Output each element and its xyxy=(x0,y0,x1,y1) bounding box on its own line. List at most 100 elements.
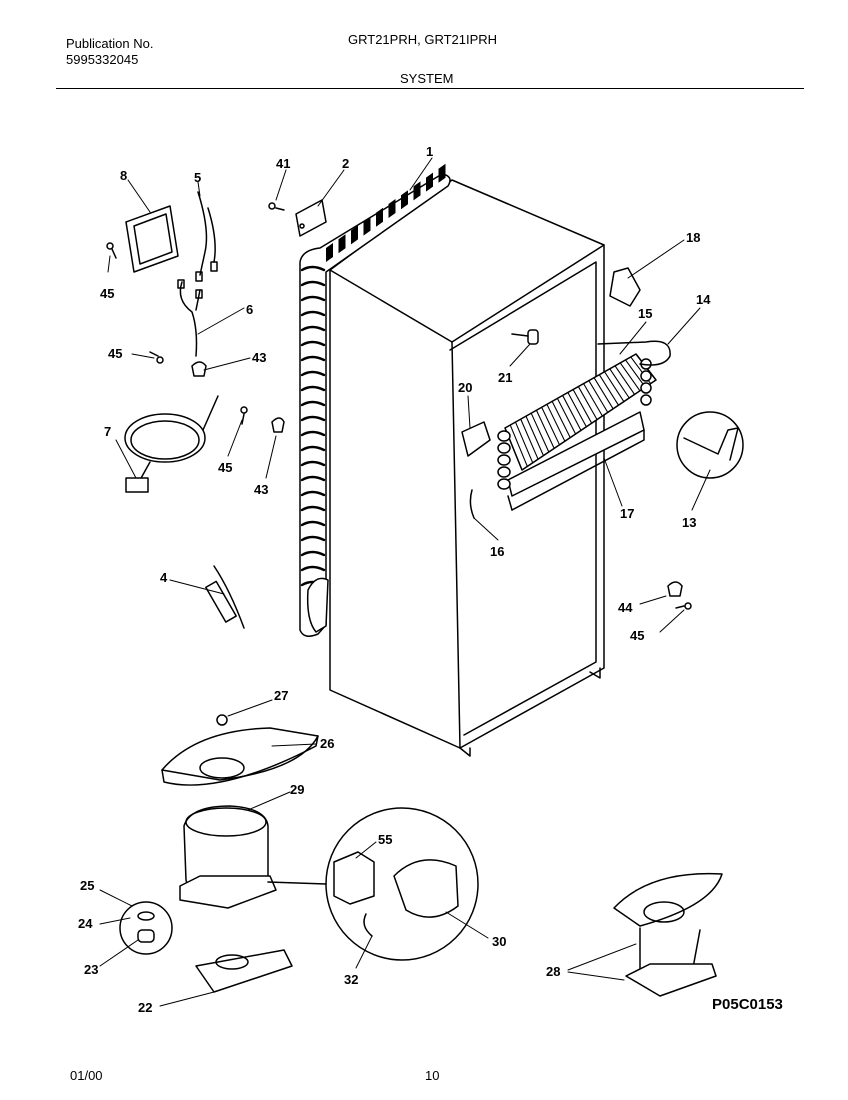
connector-6b xyxy=(195,289,203,299)
evaporator-fin xyxy=(556,397,577,435)
end-coil xyxy=(640,382,652,394)
evaporator-fin xyxy=(593,377,614,410)
coil-fin xyxy=(363,216,371,236)
drier-13 xyxy=(676,411,744,479)
coil-loop xyxy=(300,565,326,572)
part-4 xyxy=(213,565,245,629)
coil-top-fins xyxy=(326,163,446,262)
callout-43-b: 43 xyxy=(254,482,268,497)
callout-17: 17 xyxy=(620,506,634,521)
part-21 xyxy=(511,329,539,345)
header-rule xyxy=(56,88,804,89)
evaporator-fin xyxy=(541,406,561,446)
callout-32: 32 xyxy=(344,972,358,987)
evaporator-end-coils-right xyxy=(640,358,652,406)
bracket-22 xyxy=(195,949,293,993)
coil-loop xyxy=(300,415,326,422)
screw-icons xyxy=(106,202,692,610)
part-4-body xyxy=(205,580,237,623)
wiring-5 xyxy=(197,191,216,276)
coil-fin xyxy=(401,190,408,210)
callout-16: 16 xyxy=(490,544,504,559)
connector-5b xyxy=(210,261,218,272)
coil-fin xyxy=(338,234,346,254)
coil-loop xyxy=(300,445,326,452)
coil-loop xyxy=(300,280,326,287)
evaporator-fin xyxy=(614,365,636,395)
callout-13: 13 xyxy=(682,515,696,530)
coil-fin xyxy=(351,225,358,245)
tube-14 xyxy=(597,340,671,366)
callout-27: 27 xyxy=(274,688,288,703)
callout-26: 26 xyxy=(320,736,334,751)
coil-loop xyxy=(300,295,326,302)
callout-22: 22 xyxy=(138,1000,152,1015)
part-20 xyxy=(461,421,491,457)
callout-25: 25 xyxy=(80,878,94,893)
callout-14: 14 xyxy=(696,292,711,307)
coil-loop xyxy=(300,535,326,542)
coil-loop xyxy=(300,460,326,467)
footer-date: 01/00 xyxy=(70,1068,103,1083)
evaporator-fin xyxy=(588,380,609,413)
callout-7: 7 xyxy=(104,424,111,439)
end-coil xyxy=(497,430,511,442)
drain-pan-26 xyxy=(161,727,319,786)
grommet-27 xyxy=(216,714,228,726)
evaporator-fin xyxy=(535,409,555,449)
callout-2: 2 xyxy=(342,156,349,171)
evaporator-fin xyxy=(604,371,625,403)
clip-icons xyxy=(191,361,683,597)
end-coil xyxy=(497,466,511,478)
publication-label: Publication No. xyxy=(66,36,154,51)
evaporator-fin xyxy=(530,412,550,453)
callout-5: 5 xyxy=(194,170,201,185)
coil-loop xyxy=(300,520,326,527)
bracket-22-hole xyxy=(215,954,249,970)
end-coil xyxy=(497,442,511,454)
grommet-group xyxy=(119,901,173,955)
harness-6 xyxy=(179,281,201,357)
callout-45-a: 45 xyxy=(100,286,114,301)
evaporator-fin xyxy=(567,391,587,428)
coil-loop xyxy=(300,430,326,437)
coil-fin xyxy=(376,207,383,227)
coil-loop xyxy=(300,490,326,497)
evaporator xyxy=(497,353,657,511)
panel-8 xyxy=(125,205,179,273)
callout-45-b: 45 xyxy=(108,346,122,361)
evaporator-fin xyxy=(562,394,582,431)
evaporator-fin xyxy=(619,362,641,392)
callout-21: 21 xyxy=(498,370,512,385)
callout-45-c: 45 xyxy=(218,460,232,475)
evaporator-fin xyxy=(624,359,646,388)
connector-5a xyxy=(195,271,203,282)
coil-fin xyxy=(438,163,446,183)
publication-number: 5995332045 xyxy=(66,52,139,67)
callout-29: 29 xyxy=(290,782,304,797)
relay-assembly xyxy=(325,807,479,961)
callout-23: 23 xyxy=(84,962,98,977)
callout-24: 24 xyxy=(78,916,93,931)
coil-loop xyxy=(300,340,326,347)
coil-loop xyxy=(300,310,326,317)
section-title: SYSTEM xyxy=(400,71,454,86)
coil-fin xyxy=(426,172,433,192)
end-coil xyxy=(497,454,511,466)
callout-28: 28 xyxy=(546,964,560,979)
coil-fin xyxy=(413,181,421,201)
callout-44: 44 xyxy=(618,600,633,615)
callout-8: 8 xyxy=(120,168,127,183)
callout-4: 4 xyxy=(160,570,168,585)
coil-loop xyxy=(300,505,326,512)
callout-labels: 1 2 41 8 5 45 6 45 43 7 45 43 18 15 14 2… xyxy=(78,144,711,1015)
compressor-assembly-28 xyxy=(613,872,723,997)
evaporator-fin xyxy=(546,403,566,442)
power-cord-7 xyxy=(124,395,219,493)
evaporator-end-coils xyxy=(497,430,511,490)
cabinet xyxy=(329,179,605,757)
coil-side-fins xyxy=(300,265,326,587)
evaporator-fin xyxy=(583,383,603,417)
coil-loop xyxy=(300,370,326,377)
